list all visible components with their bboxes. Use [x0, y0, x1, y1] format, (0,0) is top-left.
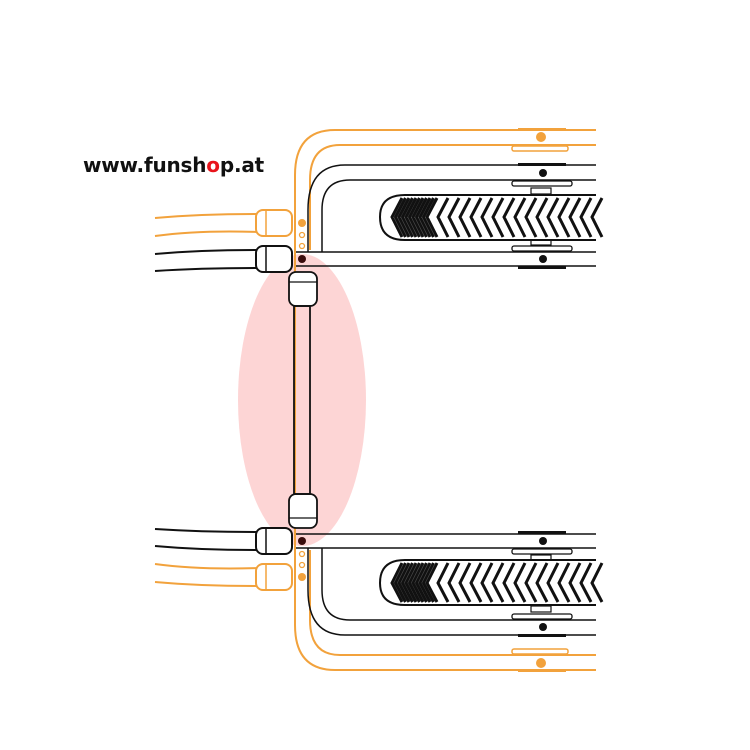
logo-text-highlight: o	[206, 153, 220, 177]
logo-text-end: p.at	[219, 153, 264, 177]
bottom-wheel-assembly	[153, 398, 604, 674]
highlight-ellipse	[238, 254, 366, 546]
logo-text-start: www.funsh	[83, 153, 207, 177]
connecting-bar	[293, 305, 311, 495]
website-logo: www.funshop.at	[83, 153, 264, 177]
top-wheel-assembly	[153, 126, 604, 402]
